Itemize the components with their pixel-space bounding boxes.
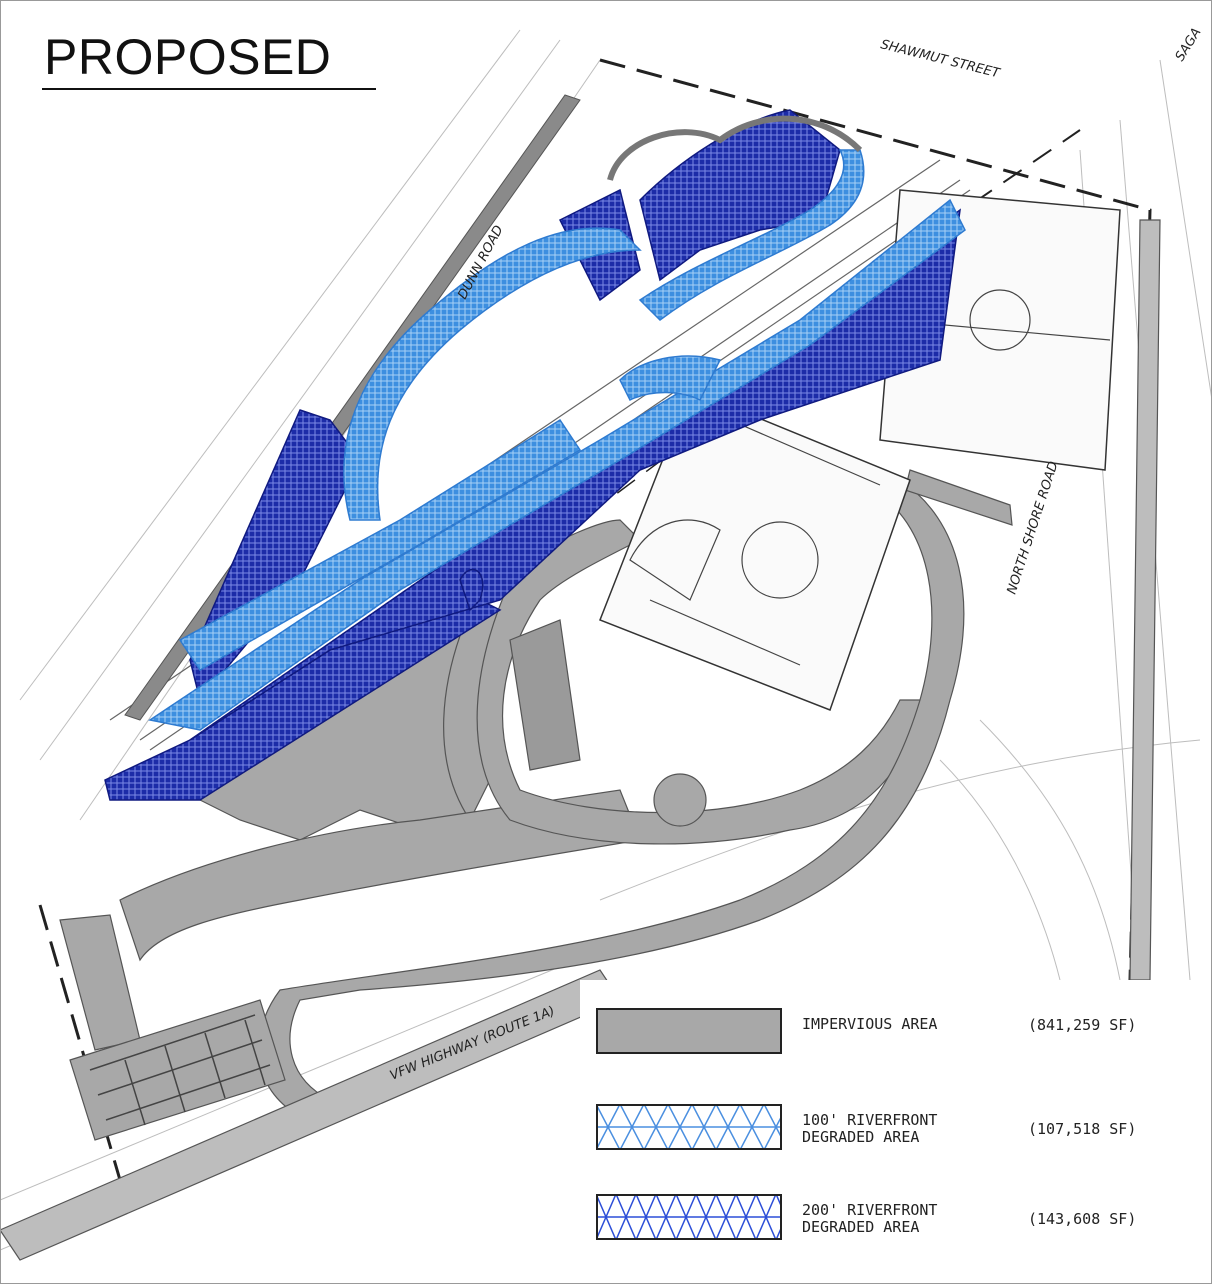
legend-label: 200' RIVERFRONT DEGRADED AREA bbox=[802, 1201, 938, 1236]
legend-swatch-riverfront-200 bbox=[596, 1194, 782, 1240]
legend-value: (841,259 SF) bbox=[1028, 1016, 1137, 1034]
north-shore-road-label: NORTH SHORE ROAD bbox=[1005, 460, 1062, 597]
legend-item-riverfront-100: 100' RIVERFRONT DEGRADED AREA (107,518 S… bbox=[580, 1100, 1212, 1160]
legend-label: 100' RIVERFRONT DEGRADED AREA bbox=[802, 1111, 938, 1146]
legend-label: IMPERVIOUS AREA bbox=[802, 1015, 938, 1033]
legend-swatch-impervious bbox=[596, 1008, 782, 1054]
tennis-courts bbox=[89, 1014, 271, 1126]
legend-item-riverfront-200: 200' RIVERFRONT DEGRADED AREA (143,608 S… bbox=[580, 1190, 1212, 1250]
vfw-highway-label: VFW HIGHWAY (ROUTE 1A) bbox=[388, 1004, 557, 1084]
page-title: PROPOSED bbox=[44, 29, 332, 85]
saga-label: SAGA bbox=[1173, 26, 1205, 65]
title-underline bbox=[42, 88, 376, 90]
shawmut-street-label: SHAWMUT STREET bbox=[879, 37, 1002, 81]
legend-value: (143,608 SF) bbox=[1028, 1210, 1137, 1228]
riverfront-100-area bbox=[148, 149, 966, 731]
legend: IMPERVIOUS AREA (841,259 SF) 100' RIVERF… bbox=[580, 980, 1212, 1284]
impervious-area bbox=[0, 219, 1161, 1261]
legend-swatch-riverfront-100 bbox=[596, 1104, 782, 1150]
trail-loop bbox=[607, 115, 863, 181]
legend-item-impervious: IMPERVIOUS AREA (841,259 SF) bbox=[580, 1004, 1212, 1064]
legend-value: (107,518 SF) bbox=[1028, 1120, 1137, 1138]
